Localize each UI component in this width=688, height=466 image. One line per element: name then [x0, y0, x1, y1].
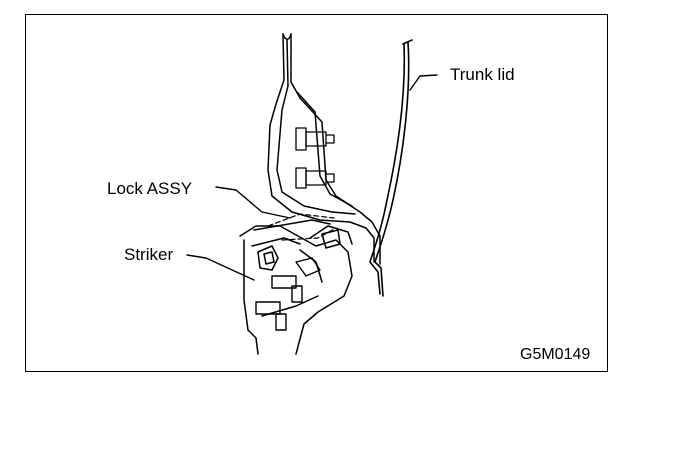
figure-code: G5M0149 [520, 346, 591, 363]
lock-assy-label: Lock ASSY [107, 179, 193, 198]
lock-cable [267, 213, 337, 241]
striker-label: Striker [124, 245, 174, 264]
figure-frame [25, 14, 608, 372]
striker [255, 257, 321, 331]
leader-lines [186, 74, 438, 281]
lock-bracket [267, 33, 381, 265]
trunk-lid-label: Trunk lid [450, 65, 515, 84]
lock-assembly [239, 219, 353, 355]
trunk-lid-panel [369, 39, 413, 297]
bracket-bolts [295, 127, 335, 189]
